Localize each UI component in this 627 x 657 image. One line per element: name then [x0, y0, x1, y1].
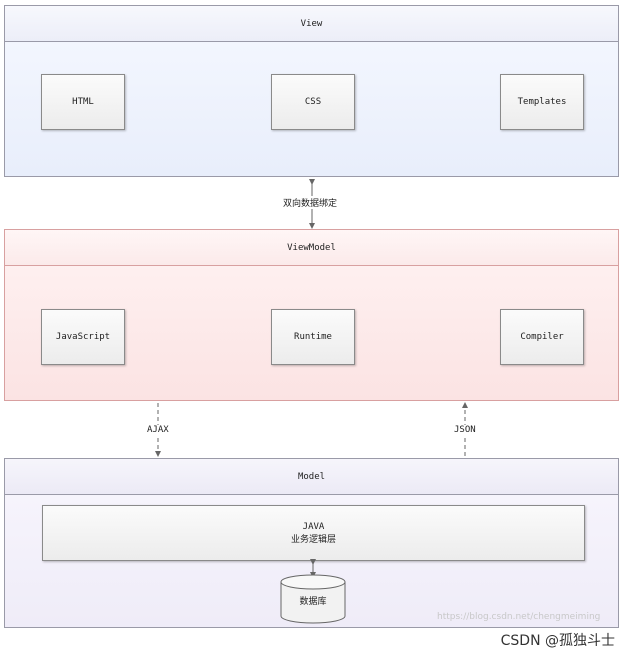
- view-layer-title: View: [5, 6, 618, 42]
- css-box: CSS: [271, 74, 355, 130]
- footer-credit: CSDN @孤独斗士: [500, 633, 615, 649]
- viewmodel-layer-title: ViewModel: [5, 230, 618, 266]
- runtime-box: Runtime: [271, 309, 355, 365]
- ajax-label: AJAX: [145, 425, 171, 435]
- view-layer: View HTML CSS Templates: [4, 5, 619, 177]
- templates-box: Templates: [500, 74, 584, 130]
- database-icon: [280, 574, 346, 624]
- model-layer-title: Model: [5, 459, 618, 495]
- json-label: JSON: [452, 425, 478, 435]
- html-box: HTML: [41, 74, 125, 130]
- business-logic-box: JAVA 业务逻辑层: [42, 505, 585, 561]
- javascript-box: JavaScript: [41, 309, 125, 365]
- watermark-text: https://blog.csdn.net/chengmeiming: [437, 612, 601, 622]
- binding-label: 双向数据绑定: [281, 196, 340, 209]
- database-label: 数据库: [299, 597, 327, 607]
- viewmodel-layer: ViewModel JavaScript Runtime Compiler: [4, 229, 619, 401]
- business-logic-line2: 业务逻辑层: [290, 534, 336, 545]
- business-logic-line1: JAVA: [302, 521, 325, 532]
- compiler-box: Compiler: [500, 309, 584, 365]
